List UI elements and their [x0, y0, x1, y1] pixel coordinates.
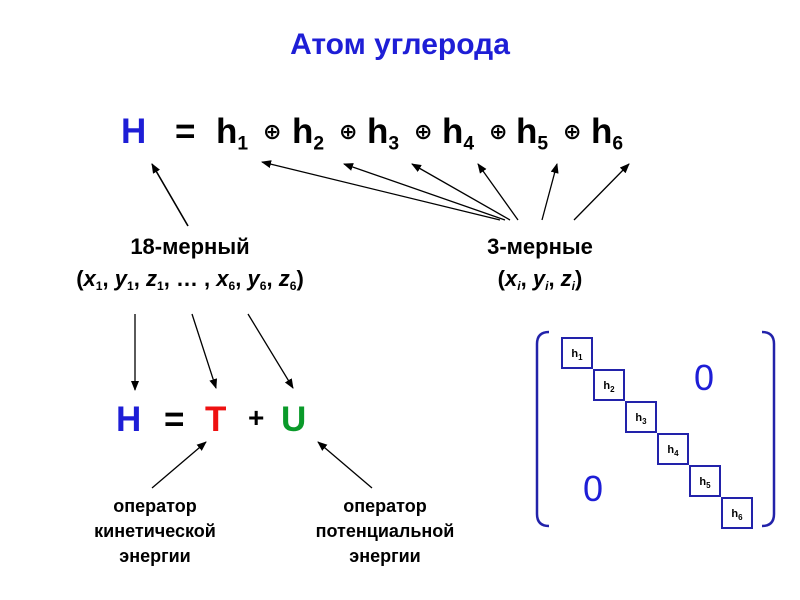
label-3-dim: 3-мерные [487, 234, 593, 259]
arrow-3dim-to-h2 [343, 163, 506, 221]
arrow-3dim-to-h1 [261, 160, 501, 221]
matrix-block-h2: h2 [593, 369, 625, 401]
term-h3: h3 [367, 112, 400, 155]
matrix-zero-upper: 0 [694, 357, 715, 398]
matrix-block-h4: h4 [657, 433, 689, 465]
matrix-block-h1: h1 [561, 337, 593, 369]
hamiltonian-h: H [121, 112, 147, 151]
kinetic-operator-t: T [205, 400, 227, 439]
oplus-sign: ⊕ [563, 119, 582, 144]
arrow-3dim-to-h6 [573, 163, 630, 221]
equals-sign: = [175, 112, 196, 151]
arrow-to-t [191, 313, 218, 389]
term-h1: h1 [216, 112, 249, 155]
oplus-sign: ⊕ [263, 119, 282, 144]
arrow-potential-to-u [317, 441, 373, 489]
potential-operator-u: U [281, 400, 307, 439]
arrow-3dim-to-h3 [411, 163, 511, 221]
hamiltonian-h-2: H [116, 400, 142, 439]
arrow-kinetic-to-t [151, 441, 207, 489]
matrix-zero-lower: 0 [583, 468, 604, 509]
arrow-18dim-to-h [151, 163, 189, 227]
oplus-sign: ⊕ [414, 119, 433, 144]
term-h4: h4 [442, 112, 475, 155]
page-title: Атом углерода [290, 28, 510, 61]
matrix-right-bracket [761, 330, 776, 528]
equals-sign-2: = [164, 400, 185, 439]
coords-3-dim: (xi, yi, zi) [497, 266, 583, 294]
term-h5: h5 [516, 112, 549, 155]
oplus-sign: ⊕ [339, 119, 358, 144]
oplus-sign: ⊕ [489, 119, 508, 144]
matrix-block-h3: h3 [625, 401, 657, 433]
matrix-block-h5: h5 [689, 465, 721, 497]
arrow-to-u [247, 313, 294, 389]
arrow-3dim-to-h5 [541, 163, 559, 221]
coords-18-dim: (x1, y1, z1, … , x6, y6, z6) [76, 266, 304, 294]
arrow-3dim-to-h4 [477, 163, 519, 221]
plus-sign: + [248, 402, 265, 433]
label-18-dim: 18-мерный [130, 234, 250, 259]
term-h6: h6 [591, 112, 624, 155]
matrix-block-h6: h6 [721, 497, 753, 529]
matrix-left-bracket [535, 330, 550, 528]
term-h2: h2 [292, 112, 325, 155]
